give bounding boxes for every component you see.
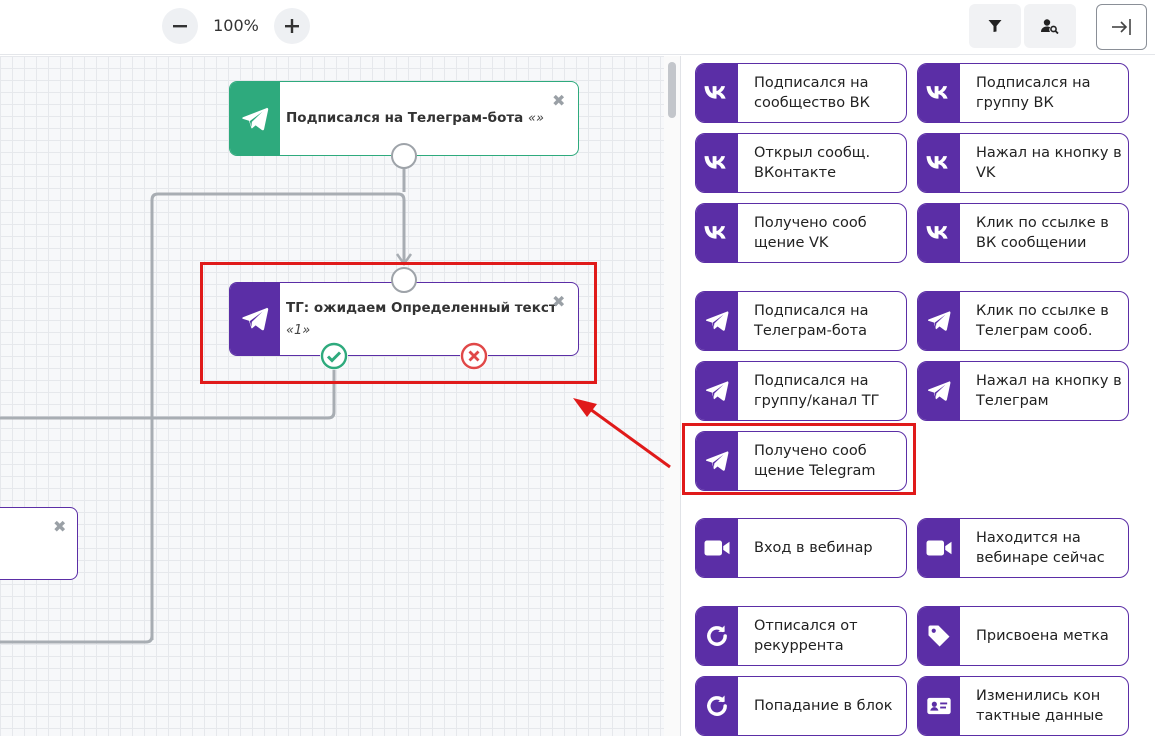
tile-recurrent-unsubscribe[interactable]: Отписался от рекуррента bbox=[695, 606, 907, 666]
tile-label: Получено сооб щение VK bbox=[754, 215, 867, 251]
user-search-button[interactable] bbox=[1024, 4, 1076, 48]
node-wait-success-port[interactable] bbox=[320, 342, 348, 370]
node-trigger-close-icon[interactable]: ✖ bbox=[552, 91, 566, 110]
exit-editor-button[interactable] bbox=[1096, 4, 1147, 50]
telegram-icon bbox=[240, 304, 270, 334]
node-trigger-title: Подписался на Телеграм-бота bbox=[286, 110, 524, 126]
vk-icon bbox=[924, 218, 954, 248]
tile-label: Открыл сообщ. ВКонтакте bbox=[754, 145, 871, 181]
tile-vk-link-click[interactable]: Клик по ссылке в ВК сообщении bbox=[917, 203, 1129, 263]
tile-tg-bot-subscribe[interactable]: Подписался на Телеграм-бота bbox=[695, 291, 907, 351]
tile-tg-channel-subscribe[interactable]: Подписался на группу/канал ТГ bbox=[695, 361, 907, 421]
filter-button[interactable] bbox=[969, 4, 1021, 48]
tile-tag-assigned[interactable]: Присвоена метка bbox=[917, 606, 1129, 666]
plus-icon bbox=[285, 19, 299, 33]
tile-label: Клик по ссылке в ВК сообщении bbox=[976, 215, 1109, 251]
zoom-in-button[interactable] bbox=[274, 8, 310, 44]
tile-tg-button-click[interactable]: Нажал на кнопку в Телеграм bbox=[917, 361, 1129, 421]
tile-vk-message-received[interactable]: Получено сооб щение VK bbox=[695, 203, 907, 263]
video-camera-icon bbox=[702, 533, 732, 563]
flow-node-wait[interactable]: ТГ: ожидаем Определенный текст «1» ✖ bbox=[229, 282, 579, 356]
tile-label: Подписался на группу ВК bbox=[976, 75, 1091, 111]
zoom-out-button[interactable] bbox=[162, 8, 198, 44]
flow-node-partial[interactable]: ✖ bbox=[0, 507, 78, 580]
tile-tg-message-received[interactable]: Получено сооб щение Telegram bbox=[695, 431, 907, 491]
tile-block-entry[interactable]: Попадание в блок bbox=[695, 676, 907, 736]
tile-label: Отписался от рекуррента bbox=[754, 618, 858, 654]
canvas-scrollbar-track[interactable] bbox=[664, 56, 680, 736]
vk-icon bbox=[924, 148, 954, 178]
video-camera-icon bbox=[924, 533, 954, 563]
node-wait-title: ТГ: ожидаем Определенный текст bbox=[286, 300, 557, 316]
node-partial-close-icon[interactable]: ✖ bbox=[53, 517, 67, 536]
arrow-to-right-icon bbox=[1111, 19, 1131, 35]
vk-icon bbox=[702, 218, 732, 248]
node-trigger-stripe bbox=[230, 82, 280, 155]
vk-icon bbox=[924, 78, 954, 108]
canvas-scrollbar-thumb[interactable] bbox=[668, 62, 676, 118]
tag-icon bbox=[925, 622, 953, 650]
node-wait-subtitle: «1» bbox=[286, 323, 311, 338]
tile-vk-button-click[interactable]: Нажал на кнопку в VK bbox=[917, 133, 1129, 193]
panel-divider bbox=[680, 56, 681, 736]
tile-label: Нажал на кнопку в Телеграм bbox=[976, 373, 1122, 409]
telegram-icon bbox=[926, 308, 952, 334]
connection-lines bbox=[0, 168, 413, 644]
refresh-icon bbox=[703, 622, 731, 650]
node-trigger-output-port[interactable] bbox=[391, 143, 417, 169]
tile-label: Клик по ссылке в Телеграм сооб. bbox=[976, 303, 1109, 339]
tile-vk-open-message[interactable]: Открыл сообщ. ВКонтакте bbox=[695, 133, 907, 193]
tile-label: Вход в вебинар bbox=[754, 540, 873, 556]
tile-tg-link-click[interactable]: Клик по ссылке в Телеграм сооб. bbox=[917, 291, 1129, 351]
flow-canvas[interactable]: Подписался на Телеграм-бота «» ✖ ТГ: ожи… bbox=[0, 56, 680, 736]
node-trigger-subtitle: «» bbox=[527, 111, 545, 126]
minus-icon bbox=[173, 25, 187, 28]
telegram-icon bbox=[704, 308, 730, 334]
filter-icon bbox=[988, 20, 1002, 32]
node-wait-stripe bbox=[230, 283, 280, 355]
tile-contact-changed[interactable]: Изменились кон тактные данные bbox=[917, 676, 1129, 736]
telegram-icon bbox=[704, 448, 730, 474]
node-wait-input-port[interactable] bbox=[391, 267, 417, 293]
toolbar: 100% bbox=[0, 0, 1155, 55]
tile-label: Изменились кон тактные данные bbox=[976, 688, 1104, 724]
tile-vk-community-subscribe[interactable]: Подписался на сообщество ВК bbox=[695, 63, 907, 123]
tile-vk-group-subscribe[interactable]: Подписался на группу ВК bbox=[917, 63, 1129, 123]
tile-label: Получено сооб щение Telegram bbox=[754, 443, 876, 479]
zoom-level: 100% bbox=[213, 16, 259, 35]
x-circle-icon bbox=[460, 342, 488, 370]
telegram-icon bbox=[704, 378, 730, 404]
tile-label: Подписался на группу/канал ТГ bbox=[754, 373, 880, 409]
user-search-icon bbox=[1041, 19, 1059, 34]
tile-webinar-present[interactable]: Находится на вебинаре сейчас bbox=[917, 518, 1129, 578]
tile-label: Присвоена метка bbox=[976, 628, 1109, 644]
telegram-icon bbox=[926, 378, 952, 404]
contact-card-icon bbox=[925, 692, 953, 720]
check-circle-icon bbox=[320, 342, 348, 370]
tile-label: Нажал на кнопку в VK bbox=[976, 145, 1122, 181]
tile-label: Подписался на сообщество ВК bbox=[754, 75, 870, 111]
node-wait-close-icon[interactable]: ✖ bbox=[552, 292, 566, 311]
tile-label: Попадание в блок bbox=[754, 698, 893, 714]
tile-webinar-join[interactable]: Вход в вебинар bbox=[695, 518, 907, 578]
vk-icon bbox=[702, 148, 732, 178]
node-wait-fail-port[interactable] bbox=[460, 342, 488, 370]
vk-icon bbox=[702, 78, 732, 108]
refresh-icon bbox=[703, 692, 731, 720]
tile-label: Подписался на Телеграм-бота bbox=[754, 303, 869, 339]
telegram-icon bbox=[240, 104, 270, 134]
tile-label: Находится на вебинаре сейчас bbox=[976, 530, 1105, 566]
